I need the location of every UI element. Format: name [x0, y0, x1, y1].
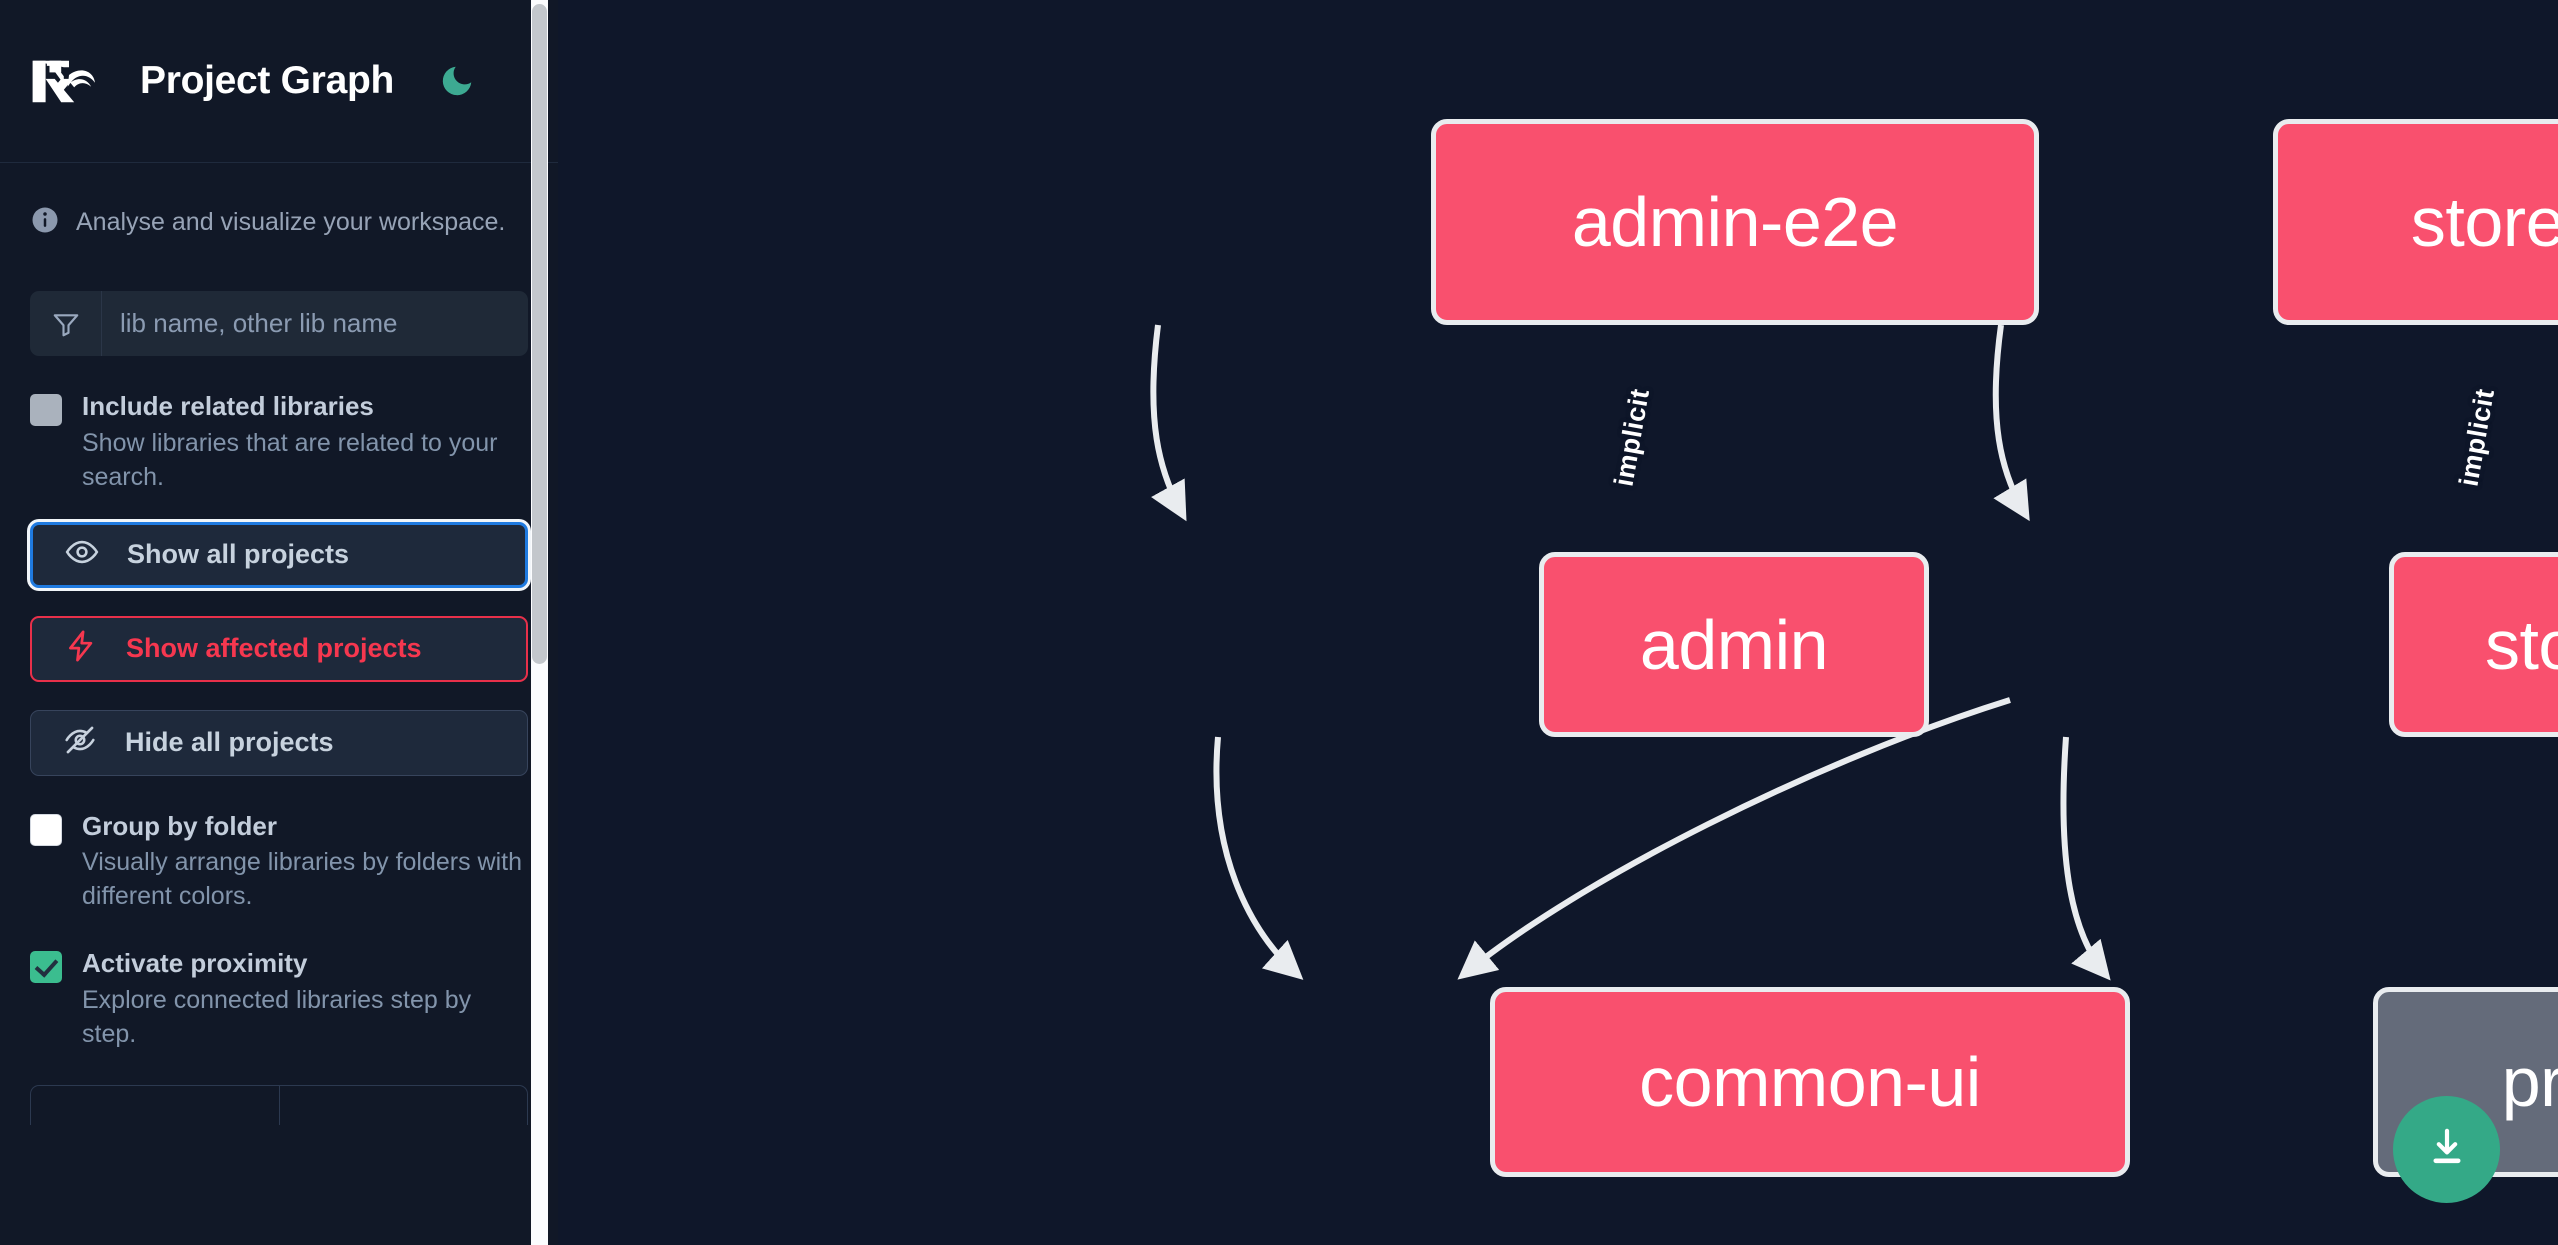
bottom-control-segment[interactable] [31, 1086, 279, 1125]
sidebar-scrollbar[interactable] [531, 0, 548, 1245]
hide-all-projects-button[interactable]: Hide all projects [30, 709, 528, 776]
graph-node-label: store [2484, 605, 2558, 684]
lightning-bolt-icon [64, 629, 98, 668]
graph-node-label: store-e2e [2410, 183, 2558, 261]
option-description: Visually arrange libraries by folders wi… [82, 848, 523, 910]
info-icon [30, 205, 60, 240]
show-all-projects-label: Show all projects [127, 539, 350, 569]
option-description: Explore connected libraries step by step… [82, 985, 472, 1048]
graph-node-admin[interactable]: admin [1539, 552, 1929, 737]
edge-label-admin-implicit: implicit [1608, 386, 1656, 489]
moon-icon[interactable] [434, 58, 480, 104]
graph-node-label: admin-e2e [1571, 183, 1899, 261]
option-title: Activate proximity [82, 948, 308, 978]
option-activate-proximity[interactable]: Activate proximity Explore connected lib… [0, 947, 558, 1051]
graph-node-store[interactable]: store [2389, 552, 2558, 737]
graph-canvas[interactable]: admin-e2e store-e2e admin store common-u… [558, 0, 2558, 1245]
sidebar-scrollbar-thumb[interactable] [532, 4, 547, 664]
graph-node-label: admin [1639, 605, 1829, 684]
edge-admin-e2e-admin [1150, 324, 1187, 522]
bottom-control-group[interactable] [30, 1084, 528, 1125]
sidebar: Project Graph Analyse and visualize your… [0, 0, 558, 1245]
eye-icon [65, 535, 99, 574]
activate-proximity-checkbox[interactable] [30, 951, 62, 983]
nx-logo-icon [30, 54, 108, 109]
filter-funnel-icon [30, 291, 102, 356]
option-description: Show libraries that are related to your … [82, 428, 498, 491]
show-affected-projects-label: Show affected projects [126, 633, 422, 663]
sidebar-info-text: Analyse and visualize your workspace. [76, 207, 506, 236]
option-include-related-libraries[interactable]: Include related libraries Show libraries… [0, 390, 558, 494]
graph-node-label: common-ui [1639, 1043, 1981, 1121]
bottom-control-segment[interactable] [278, 1085, 528, 1125]
include-related-libraries-checkbox[interactable] [30, 394, 62, 426]
group-by-folder-checkbox[interactable] [30, 813, 62, 846]
show-all-projects-button[interactable]: Show all projects [30, 521, 528, 588]
graph-node-admin-e2e[interactable]: admin-e2e [1431, 119, 2039, 325]
show-affected-projects-button[interactable]: Show affected projects [30, 615, 528, 682]
sidebar-info: Analyse and visualize your workspace. [0, 163, 558, 251]
hide-all-projects-label: Hide all projects [125, 727, 334, 757]
edge-label-store-implicit: implicit [2453, 386, 2501, 489]
option-title: Include related libraries [82, 391, 374, 421]
search-bar[interactable] [30, 291, 528, 356]
graph-node-label: products [2501, 1043, 2558, 1121]
sidebar-header: Project Graph [0, 0, 558, 163]
graph-node-common-ui[interactable]: common-ui [1490, 987, 2130, 1177]
page-title: Project Graph [140, 59, 394, 102]
search-input[interactable] [102, 291, 528, 356]
download-button[interactable] [2393, 1096, 2500, 1203]
option-title: Group by folder [82, 810, 277, 841]
download-icon [2423, 1124, 2471, 1175]
graph-node-store-e2e[interactable]: store-e2e [2273, 119, 2558, 325]
eye-off-icon [63, 723, 97, 762]
option-group-by-folder[interactable]: Group by folder Visually arrange librari… [0, 810, 558, 914]
